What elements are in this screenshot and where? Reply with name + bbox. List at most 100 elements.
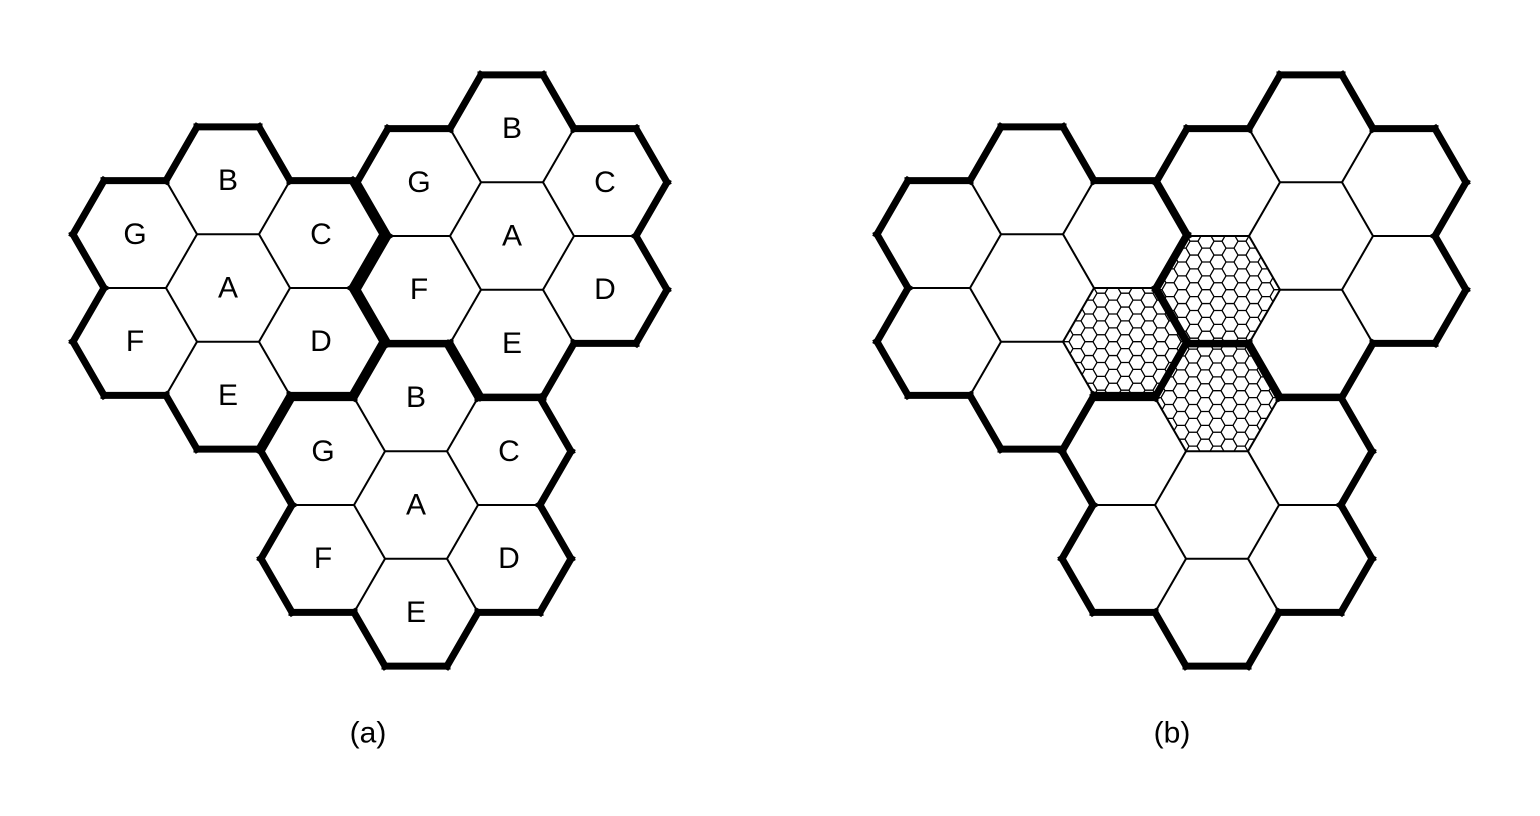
hex-cell-fill xyxy=(1062,397,1186,505)
cluster-boundary-edge xyxy=(254,122,295,186)
hex-cell: G xyxy=(357,128,481,236)
panel-a-caption: (a) xyxy=(350,717,387,750)
cell-edge xyxy=(258,180,291,235)
hex-cell xyxy=(1248,505,1372,613)
hex-cell: A xyxy=(450,182,574,290)
cell-edges xyxy=(104,128,636,613)
micro-cell xyxy=(1269,275,1280,291)
hex-cell-fill xyxy=(970,234,1094,342)
cell-edge xyxy=(446,558,479,613)
cell-edge xyxy=(165,233,198,289)
cell-label: E xyxy=(502,327,522,360)
cluster-boundary-edge xyxy=(1243,607,1284,671)
hex-cell: C xyxy=(543,128,667,236)
hex-cell: D xyxy=(447,505,571,613)
cell-label: D xyxy=(594,273,616,306)
hex-cell-fill xyxy=(970,126,1094,235)
cluster-boundary-edge xyxy=(442,339,483,403)
cluster-boundary-edge xyxy=(445,70,486,134)
cluster-boundary-edge xyxy=(1336,392,1377,457)
cell-edge xyxy=(353,558,386,613)
cell-edge xyxy=(1341,235,1374,291)
cluster-boundary-edge xyxy=(538,70,579,134)
hex-cell-fill xyxy=(1249,74,1373,183)
cluster-boundary-edge xyxy=(442,607,483,671)
cell-edge xyxy=(446,397,479,452)
cell-edge xyxy=(1154,397,1187,452)
cluster-boundary-edge xyxy=(161,122,202,186)
hex-cell-fill xyxy=(354,451,478,559)
cell-edge xyxy=(258,287,291,343)
cluster xyxy=(1156,74,1466,398)
cell-edge xyxy=(449,289,482,344)
hex-cell xyxy=(1342,128,1466,236)
hex-cell-fill xyxy=(261,397,385,505)
cell-label: D xyxy=(310,325,332,358)
cell-label: C xyxy=(594,166,616,199)
cluster-boundary-edge xyxy=(1336,446,1377,510)
cluster-boundary-edge xyxy=(68,336,109,401)
cluster-boundary-edge xyxy=(1337,70,1378,134)
hex-cell: C xyxy=(447,397,571,505)
hex-cell-fill xyxy=(166,341,290,450)
hex-cell-fill xyxy=(1062,505,1186,613)
micro-cell xyxy=(1176,341,1187,356)
cluster-boundary-edge xyxy=(872,336,913,401)
hex-cell xyxy=(1155,558,1279,667)
hex-cell-fill xyxy=(166,234,290,342)
cell-label: E xyxy=(218,379,238,412)
hex-cell xyxy=(1063,180,1187,288)
cell-edge xyxy=(1248,128,1281,183)
hex-cell-fill xyxy=(877,288,1001,396)
cluster-boundaries xyxy=(872,70,1471,671)
hex-cell-fill xyxy=(1248,397,1372,505)
cluster-boundary-edge xyxy=(352,123,393,188)
cell-label: A xyxy=(406,489,426,522)
cluster-boundary-edge xyxy=(1337,338,1378,402)
cell-edge xyxy=(165,180,198,235)
cell-edge xyxy=(1062,233,1095,289)
cluster xyxy=(877,126,1187,450)
hex-cell: D xyxy=(543,236,667,344)
cluster-boundary-edge xyxy=(1430,284,1471,349)
cluster-boundary-edge xyxy=(349,339,390,403)
hex-cell-fill xyxy=(450,182,574,290)
hex-cell xyxy=(970,234,1094,342)
hex-cell xyxy=(970,126,1094,235)
cell-edge xyxy=(1248,235,1281,291)
cluster-boundary-edge xyxy=(1057,500,1098,564)
cluster-boundary-edge xyxy=(872,283,913,347)
cell-edge xyxy=(258,233,291,289)
subdivided-cell xyxy=(1156,236,1280,344)
cell-label: C xyxy=(498,435,520,468)
cell-edge xyxy=(1154,558,1187,613)
hex-cell-fill xyxy=(259,288,383,396)
hex-cell-fill xyxy=(73,288,197,396)
cell-label: B xyxy=(502,112,522,145)
cell-edge xyxy=(449,181,482,237)
cell-edge xyxy=(1248,289,1281,344)
cell-edge xyxy=(969,341,1002,396)
hex-cell xyxy=(1342,236,1466,344)
cluster-boundary-edge xyxy=(352,284,393,349)
micro-cell xyxy=(1176,327,1187,343)
cluster-boundary-edge xyxy=(872,175,913,240)
hex-cell-fill xyxy=(450,289,574,398)
hex-cell xyxy=(1062,397,1186,505)
hex-cell: D xyxy=(259,288,383,396)
hex-cell-fill xyxy=(357,128,481,236)
cell-edge xyxy=(353,450,386,506)
cluster-boundary-edge xyxy=(68,175,109,240)
cell-edge xyxy=(1062,341,1095,396)
hex-cell: B xyxy=(166,126,290,235)
hex-cell-fill xyxy=(970,341,1094,450)
cell-label: B xyxy=(406,381,426,414)
cell-edge xyxy=(353,504,386,560)
cell-edge xyxy=(1341,181,1374,237)
cell-edge xyxy=(165,287,198,343)
hex-cell xyxy=(877,288,1001,396)
hex-cell: F xyxy=(261,505,385,613)
